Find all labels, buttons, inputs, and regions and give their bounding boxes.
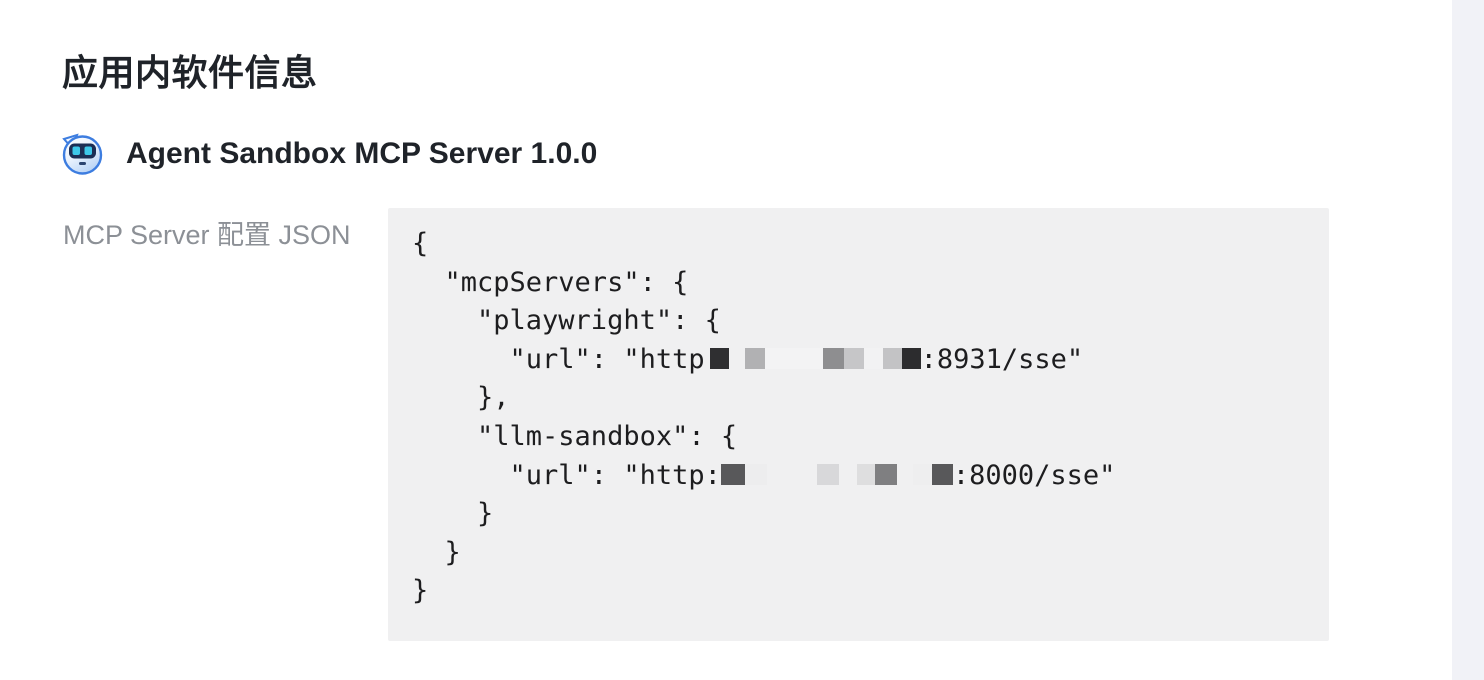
redacted-pixel-block: [744, 347, 765, 369]
redacted-pixel-block: [720, 463, 745, 485]
redacted-pixel-block: [729, 348, 745, 369]
right-panel-edge: [1452, 0, 1484, 680]
redacted-pixel-block: [816, 463, 839, 485]
code-text: "url": "http: [412, 343, 705, 375]
redacted-pixel-block: [843, 347, 864, 369]
mcp-config-label: MCP Server 配置 JSON: [63, 220, 351, 250]
code-line: "playwright": {: [412, 305, 721, 337]
redacted-pixel-block: [874, 463, 897, 485]
redacted-pixel-block: [901, 347, 921, 369]
redacted-pixel-block: [931, 463, 953, 485]
robot-avatar-icon: [60, 131, 104, 176]
redacted-pixel-block: [822, 347, 844, 369]
software-name: Agent Sandbox MCP Server 1.0.0: [126, 136, 598, 170]
code-line: "url": "http :8931/sse": [412, 341, 1305, 380]
code-line: }: [412, 536, 461, 568]
code-line: }: [412, 575, 429, 607]
redacted-pixel-block: [744, 463, 767, 485]
code-line: "url": "http: :8000/sse": [412, 457, 1305, 496]
mcp-config-json-block: { "mcpServers": { "playwright": { "url":…: [388, 208, 1329, 641]
redacted-pixel-block: [856, 463, 875, 485]
redacted-pixel-block: [839, 464, 857, 485]
redacted-pixel-block: [764, 347, 823, 369]
redacted-pixel-block: [897, 464, 913, 485]
redacted-pixel-block: [912, 463, 932, 485]
redacted-pixel-block: [767, 464, 817, 485]
code-line: },: [412, 382, 510, 414]
redacted-pixel-block: [709, 347, 729, 369]
code-line: {: [412, 228, 429, 259]
redacted-pixel-block: [863, 347, 883, 369]
code-text: "url": "http:: [412, 459, 721, 491]
code-text: :8931/sse": [920, 343, 1084, 375]
code-line: "llm-sandbox": {: [412, 420, 738, 452]
code-line: "mcpServers": {: [412, 266, 689, 298]
redacted-pixel-block: [882, 347, 902, 369]
page-title: 应用内软件信息: [62, 52, 318, 93]
software-header: Agent Sandbox MCP Server 1.0.0: [60, 131, 597, 176]
code-line: }: [412, 498, 494, 530]
code-text: :8000/sse": [952, 459, 1116, 491]
